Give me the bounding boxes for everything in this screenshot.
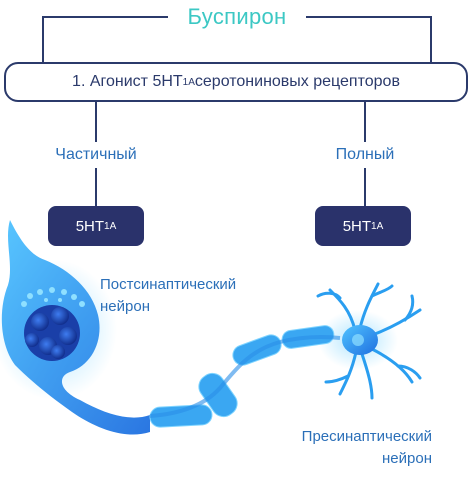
- mechanism-prefix: 1. Агонист 5HT: [72, 73, 183, 90]
- connector-right-top: [364, 102, 366, 142]
- bracket-right-vertical: [430, 16, 432, 63]
- receptor-partial-main: 5HT: [75, 217, 105, 235]
- mechanism-suffix: серотониновых рецепторов: [194, 73, 400, 90]
- presynaptic-label: Пресинаптический нейрон: [268, 426, 432, 470]
- bracket-right-horizontal: [306, 16, 432, 18]
- receptor-full-sub: 1A: [371, 220, 384, 232]
- neuron-illustration: [0, 220, 422, 435]
- presynaptic-label-line1: Пресинаптический: [301, 428, 432, 445]
- presynaptic-cell: [316, 282, 422, 400]
- receptor-full-main: 5HT: [342, 217, 372, 235]
- receptor-dots: [21, 287, 85, 307]
- mechanism-subscript: 1A: [182, 76, 195, 88]
- receptor-partial-sub: 1A: [104, 220, 117, 232]
- presynaptic-label-line2: нейрон: [382, 450, 432, 467]
- connector-left-top: [95, 102, 97, 142]
- bracket-left-horizontal: [42, 16, 168, 18]
- connector-right-bottom: [364, 168, 366, 206]
- connector-left-bottom: [95, 168, 97, 206]
- axon-segments: [149, 325, 335, 428]
- postsynaptic-label-line2: нейрон: [100, 298, 150, 315]
- bracket-left-vertical: [42, 16, 44, 63]
- vesicle-cluster: [24, 305, 80, 361]
- postsynaptic-label: Постсинаптический нейрон: [100, 274, 236, 318]
- presynaptic-nucleus: [352, 334, 364, 346]
- branch-full-label: Полный: [335, 146, 395, 163]
- postsynaptic-label-line1: Постсинаптический: [100, 276, 237, 293]
- branch-partial-label: Частичный: [55, 146, 137, 163]
- diagram-title: Буспирон: [187, 4, 287, 29]
- axon-fiber: [149, 335, 341, 418]
